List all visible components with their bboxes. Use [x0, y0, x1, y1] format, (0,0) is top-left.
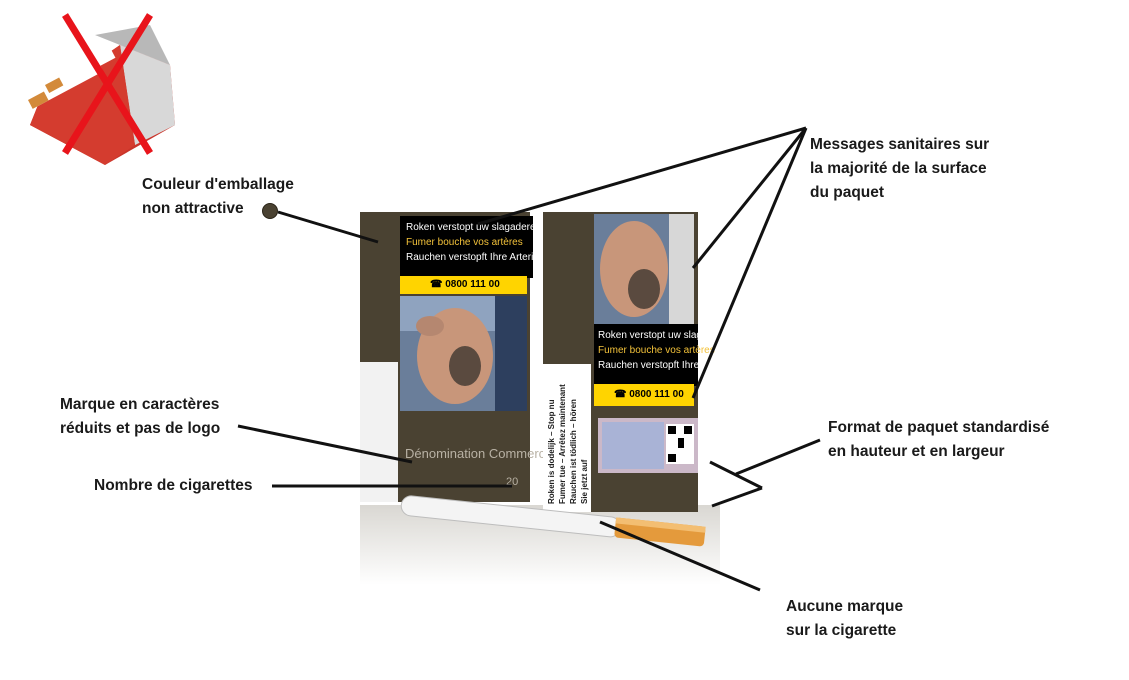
pack-back-warning-panel: Roken verstopt uw slagaderen Fumer bouch… [594, 324, 737, 386]
warning-text-de: Rauchen verstopft Ihre Arterien [598, 360, 737, 371]
warning-text-nl: Roken verstopt uw slagaderen [406, 222, 542, 233]
label-brand-small: Marque en caractères réduits et pas de l… [60, 396, 221, 437]
warning-text-fr: Fumer bouche vos artères [598, 345, 715, 356]
warning-text-nl: Roken verstopt uw slagaderen [598, 330, 734, 341]
pack-left-side-panel [360, 362, 398, 502]
pack-front-phone-bar: ☎ 0800 111 00 [400, 276, 527, 294]
phone-icon: ☎ [614, 389, 627, 400]
label-cigarette-count: Nombre de cigarettes [94, 477, 253, 494]
pack-front-warning-panel: Roken verstopt uw slagaderen Fumer bouch… [400, 216, 545, 278]
warning-text-de: Rauchen verstopft Ihre Arterien [406, 252, 545, 263]
label-health-messages: Messages sanitaires sur la majorité de l… [810, 136, 990, 201]
pack-back-phone-bar: ☎ 0800 111 00 [594, 384, 694, 406]
label-packaging-color: Couleur d'emballage non attractive [142, 176, 294, 217]
pack-front-brand-name: Dénomination Commerciale [405, 446, 566, 461]
pack-back-side-panel: Roken is dodelijk – Stop nu Fumer tue – … [543, 364, 591, 512]
crossed-branded-pack-icon [28, 13, 175, 165]
pack-back-photo [594, 214, 694, 324]
pack-front-photo [400, 296, 527, 411]
phone-number: 0800 111 00 [445, 279, 500, 290]
warning-text-fr: Fumer bouche vos artères [406, 237, 523, 248]
phone-number: 0800 111 00 [629, 389, 684, 400]
label-standard-format: Format de paquet standardisé en hauteur … [828, 419, 1050, 460]
label-no-brand-cigarette: Aucune marque sur la cigarette [786, 598, 904, 639]
dot-swatch-icon [262, 203, 278, 219]
tax-stamp [598, 418, 698, 473]
phone-icon: ☎ [430, 279, 443, 290]
